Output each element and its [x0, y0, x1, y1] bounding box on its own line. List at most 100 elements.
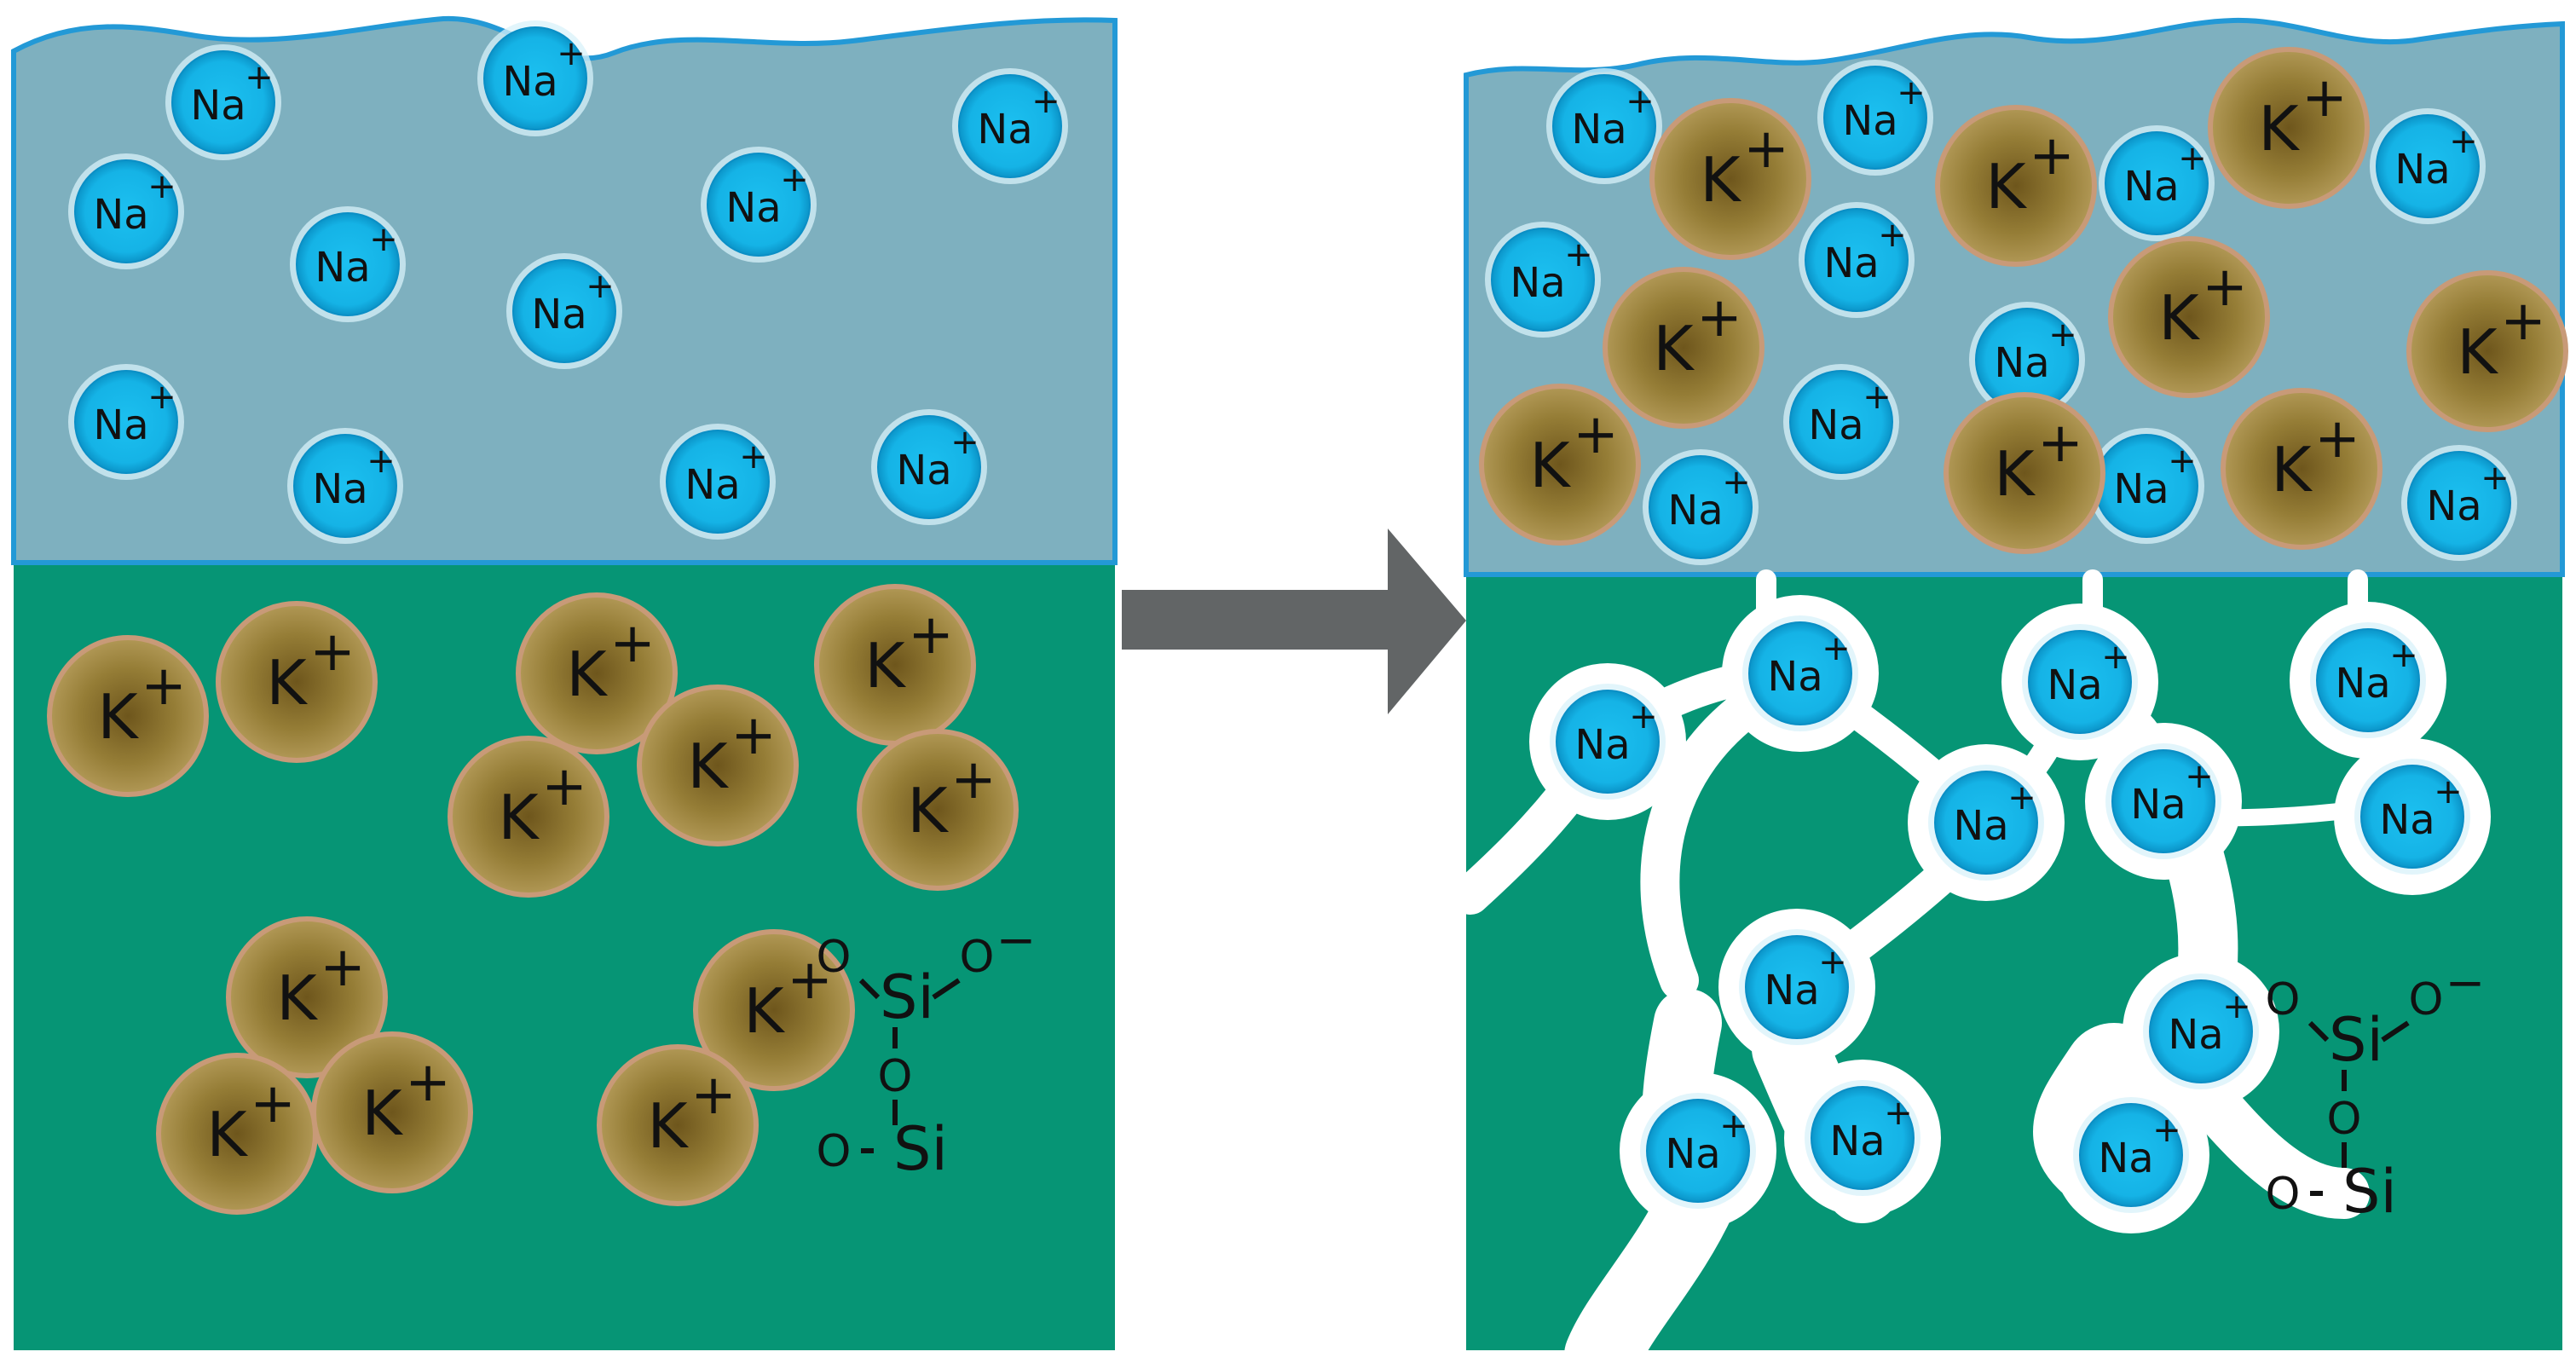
na-charge: + [1818, 943, 1847, 982]
silicon-label: Si [2342, 1157, 2397, 1227]
na-ion: Na+ [2370, 108, 2486, 224]
na-charge: + [2481, 459, 2510, 498]
k-ion: K+ [2108, 236, 2270, 398]
k-charge: + [2314, 407, 2360, 471]
k-charge: + [908, 604, 954, 667]
k-ion: K+ [814, 584, 976, 746]
na-label: Na [531, 291, 586, 338]
negative-charge-label: − [2446, 956, 2486, 1011]
na-charge: + [2449, 122, 2478, 161]
na-label: Na [1808, 401, 1863, 449]
k-label: K [566, 638, 608, 710]
k-ion: K+ [637, 684, 799, 846]
k-label: K [206, 1099, 248, 1170]
glass-ions-after: Na+Na+Na+Na+Na+Na+Na+Na+Na+Na+Na+Na+ [1550, 615, 2470, 1213]
k-label: K [1985, 151, 2027, 222]
k-charge: + [690, 1064, 736, 1127]
k-ion: K+ [857, 729, 1019, 891]
na-charge: + [147, 378, 176, 417]
k-charge: + [405, 1051, 451, 1114]
na-charge: + [586, 267, 615, 306]
k-ion: K+ [1935, 105, 2097, 267]
oxygen-label: O [878, 1051, 913, 1102]
k-charge: + [2029, 124, 2075, 188]
na-charge: + [1897, 73, 1926, 113]
k-ion: K+ [216, 601, 378, 763]
na-charge: + [1031, 82, 1060, 121]
na-charge: + [369, 220, 398, 259]
k-label: K [647, 1090, 689, 1162]
na-label: Na [1667, 487, 1723, 534]
na-ion: Na+ [477, 20, 593, 136]
bond-line [2307, 1020, 2330, 1043]
k-charge: + [141, 655, 187, 718]
na-ion: Na+ [660, 424, 776, 540]
solution-ions-after: Na+Na+Na+Na+Na+Na+Na+Na+Na+Na+Na+K+K+K+K… [1479, 47, 2568, 565]
k-label: K [97, 681, 139, 753]
k-charge: + [950, 748, 996, 812]
na-label: Na [1571, 106, 1626, 153]
na-charge: + [739, 437, 768, 477]
k-charge: + [1573, 403, 1619, 466]
na-charge: + [2389, 636, 2418, 675]
na-ion: Na+ [68, 153, 184, 269]
na-ion: Na+ [2105, 743, 2221, 859]
solution-ions-before: Na+Na+Na+Na+Na+Na+Na+Na+Na+Na+Na+ [68, 20, 1068, 544]
silicon-label: Si [880, 962, 934, 1032]
na-ion: Na+ [506, 253, 622, 369]
k-label: K [2258, 93, 2300, 165]
k-charge: + [320, 936, 366, 999]
na-ion: Na+ [2099, 125, 2215, 241]
k-ion: K+ [1649, 98, 1811, 260]
k-ion: K+ [693, 929, 855, 1091]
silicon-label: Si [2329, 1005, 2383, 1075]
na-label: Na [2130, 781, 2186, 829]
na-label: Na [2335, 660, 2390, 708]
k-charge: + [609, 612, 656, 675]
na-label: Na [1665, 1130, 1720, 1178]
panel-after: Na+Na+Na+Na+Na+Na+Na+Na+Na+Na+Na+K+K+K+K… [1451, 17, 2568, 1369]
na-label: Na [684, 461, 740, 509]
k-charge: + [1696, 286, 1742, 349]
k-ion: K+ [1944, 392, 2105, 554]
na-charge: + [1863, 378, 1892, 417]
k-label: K [1994, 438, 2036, 510]
na-ion: Na+ [1742, 615, 1858, 731]
k-label: K [2158, 282, 2200, 354]
na-charge: + [950, 423, 979, 462]
na-label: Na [1767, 653, 1822, 701]
na-ion: Na+ [701, 147, 817, 263]
na-charge: + [1626, 82, 1655, 121]
k-ion: K+ [1479, 384, 1641, 546]
na-ion: Na+ [287, 428, 403, 544]
na-label: Na [1842, 97, 1897, 145]
na-ion: Na+ [1969, 302, 2085, 418]
na-charge: + [2101, 638, 2130, 677]
oxygen-label: O [2266, 1169, 2301, 1220]
na-ion: Na+ [1550, 684, 1666, 800]
na-ion: Na+ [1546, 68, 1662, 184]
k-label: K [1653, 313, 1695, 384]
na-label: Na [977, 106, 1032, 153]
k-ion: K+ [2221, 388, 2383, 550]
k-ion: K+ [311, 1031, 473, 1193]
k-label: K [2271, 434, 2313, 505]
na-charge: + [1822, 629, 1851, 668]
panel-before: Na+Na+Na+Na+Na+Na+Na+Na+Na+Na+Na+ K+K+K+… [11, 15, 1118, 1350]
na-label: Na [93, 191, 148, 239]
na-label: Na [93, 401, 148, 449]
na-label: Na [2123, 163, 2179, 211]
na-charge: + [780, 160, 809, 199]
na-charge: + [1878, 216, 1907, 255]
na-ion: Na+ [871, 409, 987, 525]
na-charge: + [1719, 1106, 1748, 1146]
na-ion: Na+ [1640, 1093, 1756, 1209]
na-label: Na [1574, 721, 1630, 769]
na-ion: Na+ [290, 206, 406, 322]
negative-charge-label: − [996, 913, 1037, 968]
na-ion: Na+ [1805, 1080, 1920, 1196]
na-charge: + [1722, 463, 1751, 502]
